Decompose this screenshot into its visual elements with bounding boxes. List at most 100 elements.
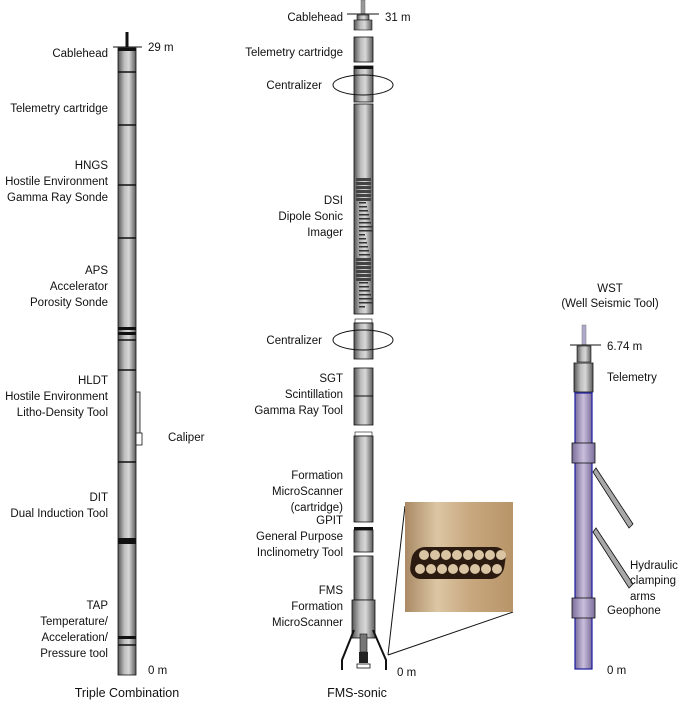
- dsi-pattern-mark: [359, 238, 366, 240]
- fms-top-length: 31 m: [385, 12, 411, 24]
- caliper-arm: [135, 391, 141, 435]
- label-gpit-line3: Inclinometry Tool: [257, 547, 343, 559]
- dsi-pattern-mark: [359, 302, 373, 304]
- wst-top-length: 6.74 m: [607, 341, 642, 353]
- pad-button: [492, 564, 502, 574]
- dsi-pattern-mark: [359, 306, 365, 308]
- pad-button: [426, 564, 436, 574]
- label-sgt-line2: Scintillation: [285, 389, 343, 401]
- dsi-pattern-mark: [359, 230, 373, 232]
- fms-pad-arms: [341, 629, 387, 670]
- fms-sonic-tool: [332, 0, 394, 670]
- dsi-pattern-mark: [359, 242, 367, 244]
- centralizer-ring: [332, 74, 394, 96]
- dsi-pattern-mark: [359, 214, 369, 216]
- label-gpit-line2: General Purpose: [256, 531, 343, 543]
- dsi-pattern-mark: [356, 278, 371, 281]
- pad-button: [481, 564, 491, 574]
- dsi-pattern-mark: [359, 226, 372, 228]
- label-dit: DIT: [89, 492, 108, 504]
- label-fms-cartridge-line2: MicroScanner: [272, 486, 343, 498]
- pad-button: [474, 550, 484, 560]
- label-sgt: SGT: [319, 373, 343, 385]
- label-tap-line3: Acceleration/: [42, 632, 109, 644]
- dsi-pattern-mark: [359, 290, 370, 292]
- pad-button: [430, 550, 440, 560]
- dsi-pattern-mark: [359, 222, 371, 224]
- dsi-pattern-mark: [359, 298, 372, 300]
- dsi-pattern-mark: [356, 274, 371, 277]
- pad-button: [485, 550, 495, 560]
- label-hldt-line2: Hostile Environment: [5, 391, 109, 403]
- label-dsi-line3: Imager: [307, 227, 343, 239]
- dsi-pattern-mark: [356, 190, 371, 193]
- clamping-arms: [592, 467, 634, 589]
- dsi-pattern-mark: [356, 186, 371, 189]
- label-hngs: HNGS: [75, 160, 109, 172]
- triple-top-length: 29 m: [148, 42, 174, 54]
- label-hldt-line3: Litho-Density Tool: [17, 407, 108, 419]
- label-aps-line2: Accelerator: [50, 281, 108, 293]
- label-aps: APS: [85, 265, 108, 277]
- pad-button: [441, 550, 451, 560]
- label-arms: Hydraulic: [630, 560, 678, 572]
- dsi-pattern-mark: [356, 258, 371, 261]
- pad-button: [437, 564, 447, 574]
- dsi-pattern-mark: [359, 206, 367, 208]
- dsi-pattern-mark: [359, 286, 369, 288]
- triple-combo-title: Triple Combination: [75, 686, 179, 700]
- label-hldt: HLDT: [78, 375, 108, 387]
- dsi-pattern-mark: [359, 246, 368, 248]
- pad-button: [415, 564, 425, 574]
- dsi-pattern-mark: [356, 266, 371, 269]
- fms-sonic-title: FMS-sonic: [327, 686, 387, 700]
- fms-bottom-length: 0 m: [397, 667, 416, 679]
- dsi-pattern-mark: [359, 282, 368, 284]
- label-telemetry: Telemetry cartridge: [10, 103, 108, 115]
- pad-button: [452, 550, 462, 560]
- dsi-pattern-mark: [359, 202, 366, 204]
- pad-button: [496, 550, 506, 560]
- label-tap-line4: Pressure tool: [40, 648, 108, 660]
- triple-combo-tool: [113, 32, 143, 676]
- label-fms-line3: MicroScanner: [272, 617, 343, 629]
- triple-bottom-length: 0 m: [148, 665, 167, 677]
- wst-tool: [570, 324, 634, 670]
- label-dsi-line2: Dipole Sonic: [278, 211, 343, 223]
- label-arms-line2: clamping: [630, 575, 676, 587]
- pad-button: [463, 550, 473, 560]
- pad-button: [459, 564, 469, 574]
- label-centralizer-2: Centralizer: [266, 335, 322, 347]
- dsi-pattern-mark: [359, 250, 369, 252]
- label-aps-line3: Porosity Sonde: [30, 297, 108, 309]
- dsi-pattern-mark: [356, 178, 371, 181]
- label-cablehead: Cablehead: [52, 48, 108, 60]
- label-hngs-line3: Gamma Ray Sonde: [7, 192, 108, 204]
- label-fms: FMS: [319, 585, 344, 597]
- label-fms-telemetry: Telemetry cartridge: [245, 47, 343, 59]
- dsi-pattern-mark: [359, 234, 365, 236]
- label-caliper: Caliper: [168, 432, 205, 444]
- centralizer-ring-2: [332, 329, 394, 351]
- label-tap: TAP: [86, 600, 108, 612]
- wst-title: WST: [597, 283, 623, 295]
- dsi-receiver-array: [356, 178, 373, 308]
- dsi-pattern-mark: [356, 262, 371, 265]
- label-hngs-line2: Hostile Environment: [5, 176, 109, 188]
- label-centralizer-1: Centralizer: [266, 80, 322, 92]
- dsi-pattern-mark: [356, 270, 371, 273]
- label-dit-line2: Dual Induction Tool: [10, 508, 108, 520]
- label-wst-telemetry: Telemetry: [607, 372, 657, 384]
- dsi-pattern-mark: [359, 218, 370, 220]
- wst-subtitle: (Well Seismic Tool): [561, 298, 659, 310]
- pad-button: [470, 564, 480, 574]
- dsi-pattern-mark: [359, 294, 371, 296]
- pad-button: [448, 564, 458, 574]
- fms-pad-photo-inset: [387, 502, 514, 656]
- label-fms-cartridge-line3: (cartridge): [291, 502, 344, 514]
- label-arms-line3: arms: [630, 591, 656, 603]
- label-sgt-line3: Gamma Ray Tool: [254, 405, 343, 417]
- dsi-pattern-mark: [356, 198, 371, 201]
